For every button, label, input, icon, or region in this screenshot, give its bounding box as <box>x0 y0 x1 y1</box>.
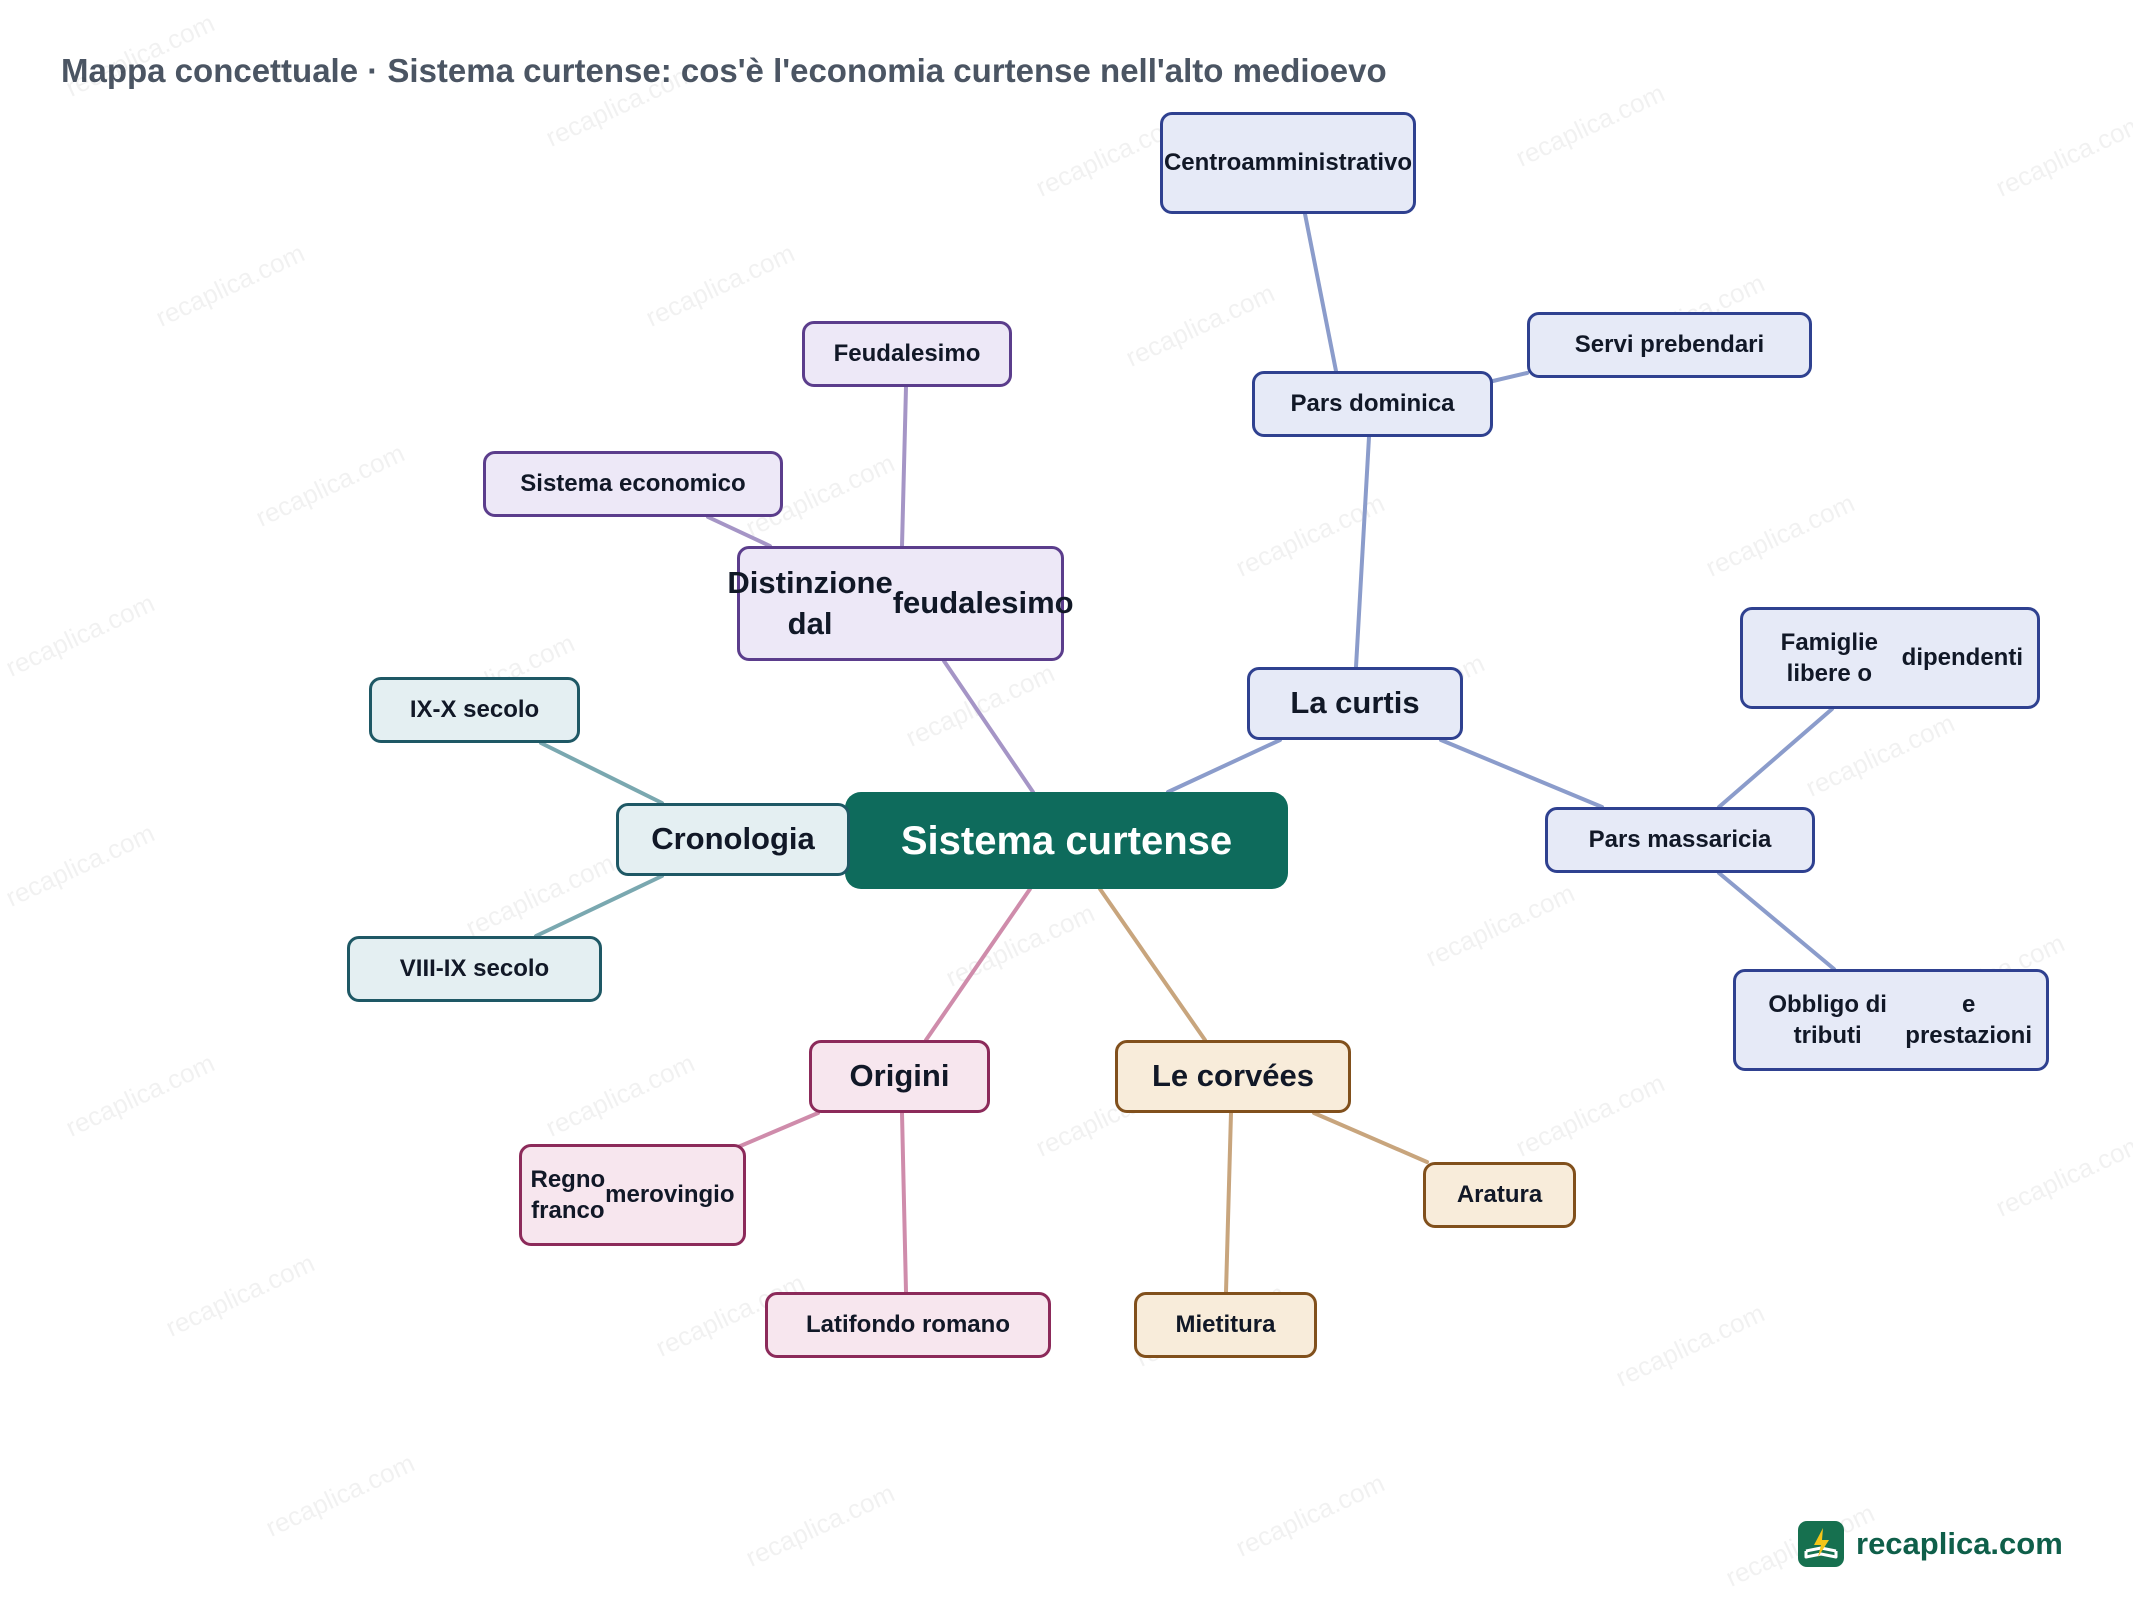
node-origini[interactable]: Origini <box>809 1040 990 1113</box>
connector-distinzione-feudalesimo <box>900 385 908 548</box>
node-label: Famiglie libere o <box>1780 628 1879 687</box>
node-label: La curtis <box>1290 685 1420 721</box>
connector-pars_mass-obbligo <box>1717 871 1836 971</box>
node-label: Sistema economico <box>520 470 746 498</box>
node-viii-ix[interactable]: VIII-IX secolo <box>347 936 602 1002</box>
node-label: merovingio <box>605 1181 735 1209</box>
connector-center-curtis <box>1166 738 1282 794</box>
node-label: feudalesimo <box>892 585 1074 621</box>
connector-center-origini <box>924 887 1032 1042</box>
node-aratura[interactable]: Aratura <box>1423 1162 1576 1228</box>
connector-center-corvees <box>1098 887 1207 1042</box>
brand-logo[interactable]: recaplica.com <box>1798 1521 2063 1567</box>
node-ix-x[interactable]: IX-X secolo <box>369 677 580 743</box>
node-label: Sistema curtense <box>900 818 1233 863</box>
node-label: Distinzione dal <box>727 565 893 641</box>
node-label: Cronologia <box>651 821 815 857</box>
connector-pars_dominica-servi <box>1491 371 1529 383</box>
node-sist-econ[interactable]: Sistema economico <box>483 451 783 517</box>
page-title: Mappa concettuale · Sistema curtense: co… <box>61 52 1387 89</box>
node-famiglie[interactable]: Famiglie libere o dipendenti <box>1740 607 2040 709</box>
connector-origini-regno <box>736 1111 820 1149</box>
node-label: dipendenti <box>1901 644 2023 672</box>
node-label: Origini <box>849 1058 950 1094</box>
node-mietitura[interactable]: Mietitura <box>1134 1292 1317 1358</box>
connector-origini-latifondo <box>900 1111 908 1294</box>
node-feudalesimo[interactable]: Feudalesimo <box>802 321 1012 387</box>
connector-pars_mass-famiglie <box>1717 707 1834 809</box>
node-obbligo[interactable]: Obbligo di tributi e prestazioni <box>1733 969 2049 1071</box>
connector-cronologia-viii_ix <box>534 874 664 938</box>
node-pars-mass[interactable]: Pars massaricia <box>1545 807 1815 873</box>
connector-curtis-pars_mass <box>1439 738 1604 809</box>
connector-curtis-pars_dominica <box>1354 435 1371 669</box>
connector-cronologia-ix_x <box>539 741 664 805</box>
connector-pars_dominica-centro_amm <box>1303 212 1338 373</box>
node-label: Mietitura <box>1175 1311 1276 1339</box>
connector-corvees-mietitura <box>1224 1111 1233 1294</box>
connector-corvees-aratura <box>1312 1111 1429 1164</box>
node-label: Le corvées <box>1152 1058 1314 1094</box>
node-servi[interactable]: Servi prebendari <box>1527 312 1812 378</box>
connector-center-distinzione <box>942 659 1035 794</box>
node-label: Aratura <box>1456 1181 1543 1209</box>
node-corvees[interactable]: Le corvées <box>1115 1040 1351 1113</box>
node-label: Pars massaricia <box>1588 826 1772 854</box>
node-label: Pars dominica <box>1290 390 1455 418</box>
node-curtis[interactable]: La curtis <box>1247 667 1463 740</box>
node-pars-dominica[interactable]: Pars dominica <box>1252 371 1493 437</box>
connector-distinzione-sist_econ <box>706 515 772 548</box>
node-label: IX-X secolo <box>409 696 540 724</box>
node-center[interactable]: Sistema curtense <box>845 792 1288 889</box>
node-label: Regno franco <box>530 1165 606 1224</box>
node-label: Latifondo romano <box>806 1311 1010 1339</box>
brand-text: recaplica.com <box>1856 1526 2063 1561</box>
node-label: e prestazioni <box>1905 990 2032 1049</box>
node-label: Centro <box>1163 149 1242 177</box>
node-latifondo[interactable]: Latifondo romano <box>765 1292 1051 1358</box>
node-label: Obbligo di tributi <box>1768 990 1887 1049</box>
node-cronologia[interactable]: Cronologia <box>616 803 850 876</box>
book-bolt-icon <box>1798 1521 1844 1567</box>
node-label: VIII-IX secolo <box>399 955 550 983</box>
node-label: Feudalesimo <box>833 340 981 368</box>
node-label: amministrativo <box>1241 149 1413 177</box>
node-label: Servi prebendari <box>1574 331 1765 359</box>
